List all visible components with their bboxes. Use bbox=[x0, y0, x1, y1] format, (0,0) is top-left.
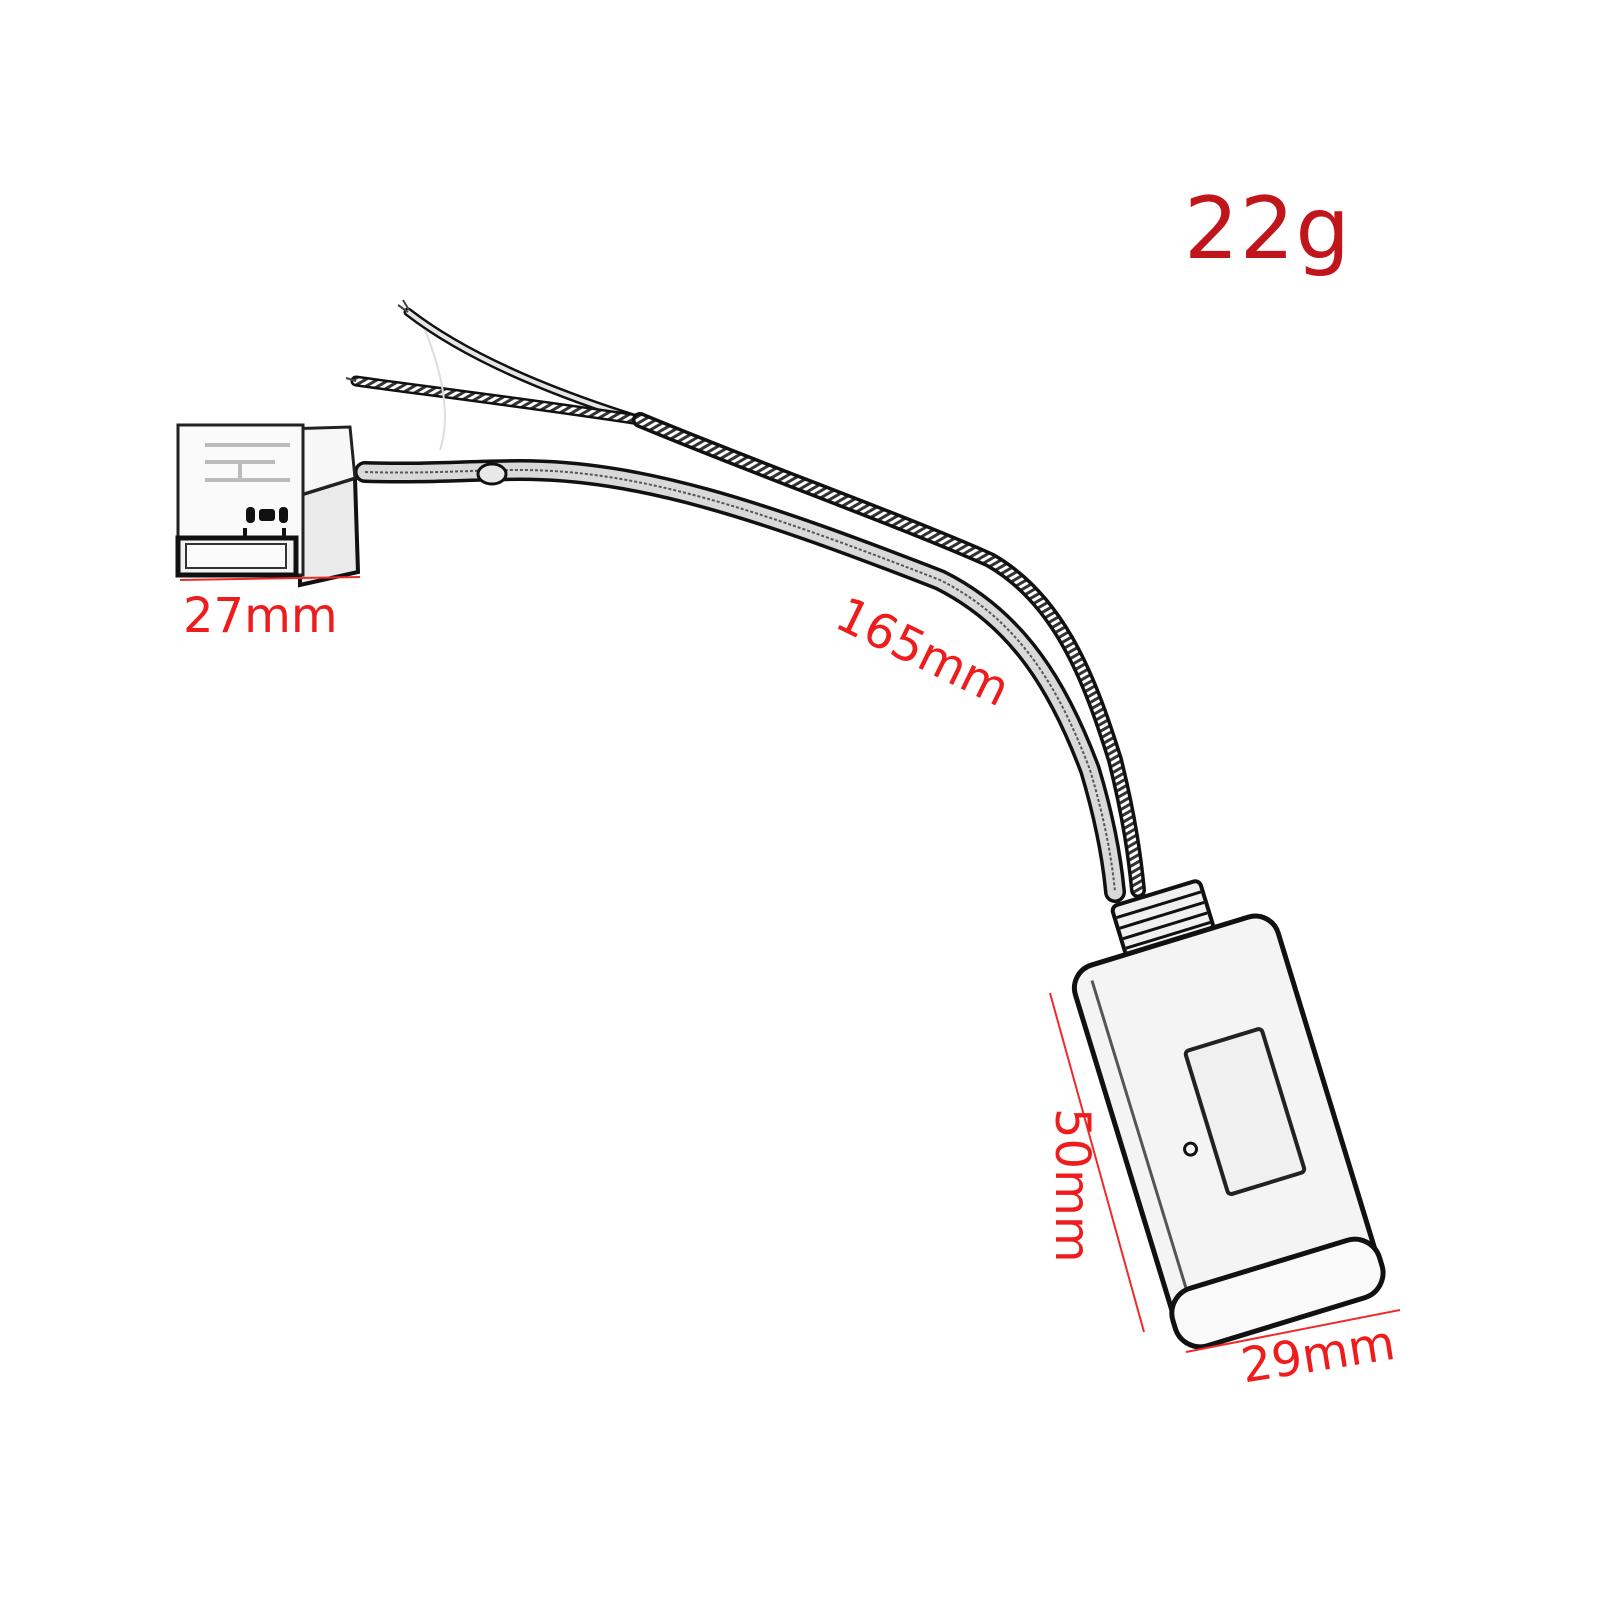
module-box bbox=[1071, 879, 1386, 1350]
connector-width-label: 27mm bbox=[183, 588, 338, 644]
module-length-line bbox=[1049, 992, 1145, 1333]
module-length-label: 50mm bbox=[1044, 1108, 1100, 1263]
bare-wire-leads bbox=[345, 299, 646, 451]
weight-label: 22g bbox=[1184, 179, 1352, 279]
led-dot bbox=[1183, 1141, 1199, 1157]
wire-harness bbox=[354, 412, 1146, 903]
connector-plug bbox=[175, 423, 361, 588]
connector-width-line bbox=[179, 576, 361, 581]
module-width-line bbox=[1185, 1309, 1401, 1353]
